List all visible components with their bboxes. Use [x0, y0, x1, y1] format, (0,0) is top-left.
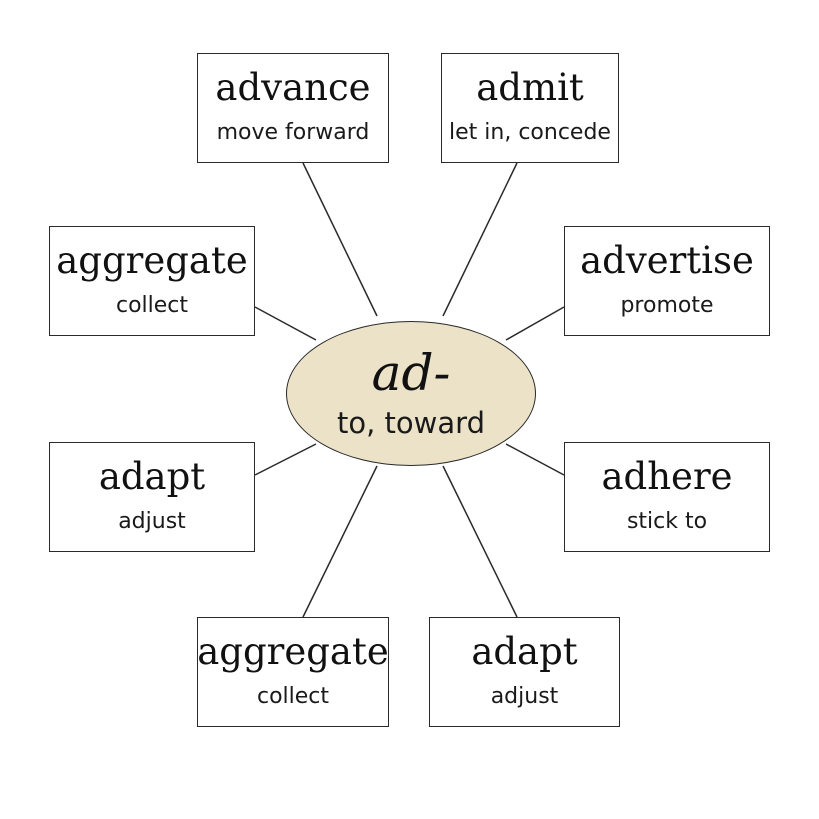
- word-meaning: collect: [256, 684, 330, 710]
- word-box-adapt: adapt adjust: [49, 442, 255, 552]
- connector-line: [254, 306, 317, 341]
- connector-line: [302, 465, 378, 618]
- word-term: advertise: [580, 239, 754, 283]
- word-term: aggregate: [197, 630, 389, 674]
- word-meaning: collect: [115, 293, 189, 319]
- word-box-admit: admit let in, concede: [441, 53, 619, 163]
- word-meaning: move forward: [216, 120, 370, 146]
- word-meaning: let in, concede: [449, 120, 611, 146]
- word-meaning: stick to: [626, 509, 708, 535]
- root-meaning: to, toward: [337, 405, 485, 440]
- word-box-advance: advance move forward: [197, 53, 389, 163]
- word-box-advertise: advertise promote: [564, 226, 770, 336]
- word-term: adapt: [471, 630, 578, 674]
- word-meaning: promote: [620, 293, 714, 319]
- word-term: advance: [215, 66, 371, 110]
- connector-line: [505, 306, 565, 341]
- root-ellipse: ad- to, toward: [286, 321, 536, 466]
- word-term: adhere: [601, 455, 733, 499]
- word-box-adhere: adhere stick to: [564, 442, 770, 552]
- word-meaning: adjust: [118, 509, 186, 535]
- word-meaning: adjust: [490, 684, 559, 710]
- word-box-aggregate: aggregate collect: [197, 617, 389, 727]
- connector-line: [254, 443, 317, 476]
- connector-line: [302, 162, 378, 317]
- word-term: aggregate: [56, 239, 248, 283]
- word-box-aggregate: aggregate collect: [49, 226, 255, 336]
- word-term: admit: [476, 66, 584, 110]
- connector-line: [442, 162, 518, 317]
- connector-line: [505, 443, 565, 476]
- connector-line: [442, 465, 518, 618]
- word-box-adapt: adapt adjust: [429, 617, 620, 727]
- word-term: adapt: [98, 455, 206, 499]
- root-prefix: ad-: [371, 343, 451, 402]
